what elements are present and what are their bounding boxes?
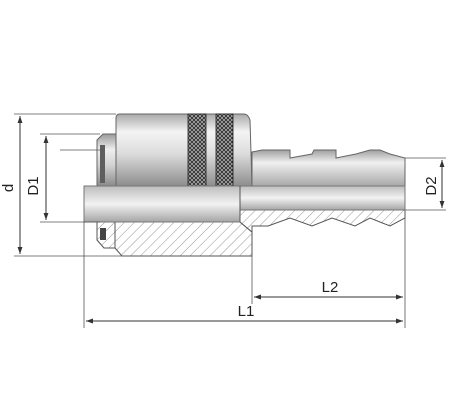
dimension-d: d bbox=[0, 116, 23, 254]
knurl-band-right bbox=[215, 113, 234, 187]
label-L2: L2 bbox=[322, 279, 339, 296]
barb-section-hatch bbox=[239, 209, 406, 234]
front-nose bbox=[96, 133, 117, 187]
barb-bore bbox=[239, 185, 406, 211]
inner-bore bbox=[83, 185, 241, 223]
dimension-D1: D1 bbox=[25, 136, 49, 220]
label-D1: D1 bbox=[25, 176, 42, 195]
dimension-L2: L2 bbox=[254, 279, 403, 300]
body-section-hatch bbox=[114, 221, 253, 257]
label-L1: L1 bbox=[238, 303, 255, 320]
nose-thread-ring bbox=[100, 228, 106, 240]
label-D2: D2 bbox=[423, 176, 440, 195]
label-d: d bbox=[0, 184, 17, 192]
exterior-view bbox=[83, 113, 406, 223]
hose-barb bbox=[251, 149, 406, 187]
dimension-L1: L1 bbox=[86, 303, 403, 324]
section-view bbox=[96, 209, 406, 257]
knurl-band-left bbox=[187, 113, 207, 187]
extension-lines bbox=[14, 113, 446, 328]
dimension-D2: D2 bbox=[423, 160, 445, 208]
nose-groove bbox=[100, 145, 105, 183]
